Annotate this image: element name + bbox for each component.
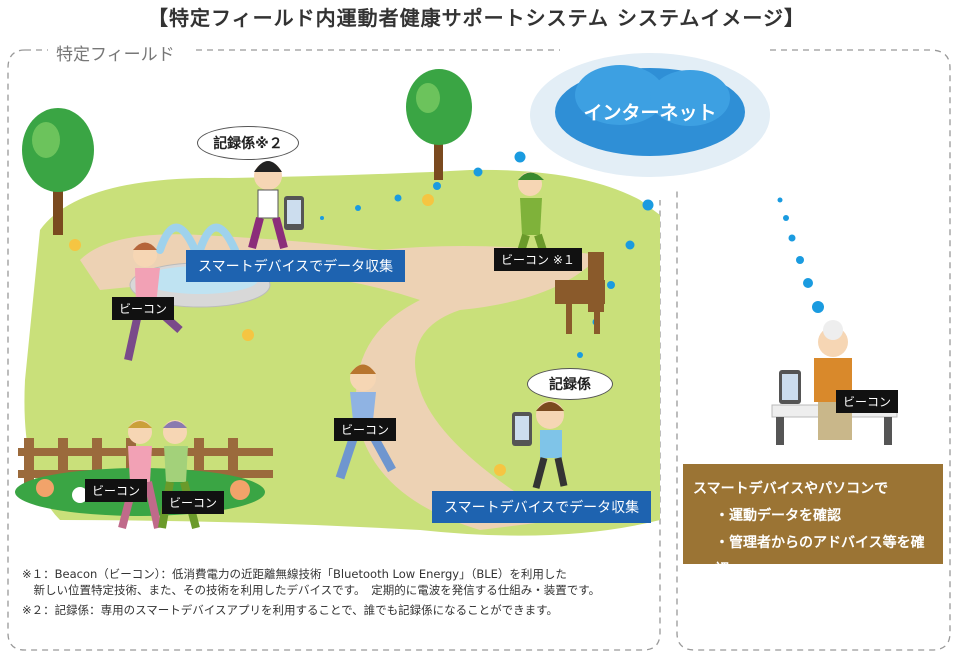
monitor-info-heading: スマートデバイスやパソコンで [693, 481, 889, 497]
internet-cloud [530, 53, 770, 177]
field-boundary [7, 49, 661, 651]
recorder-child [512, 401, 568, 489]
walking-path [80, 234, 600, 530]
beacon-label: ビーコン [162, 491, 225, 514]
footnote-1: ※１：Beacon（ビーコン）：低消費電力の近距離無線技術「Bluetooth … [22, 567, 567, 581]
monitor-info-box: スマートデバイスやパソコンで ・運動データを確認 ・管理者からのアドバイス等を確… [683, 464, 943, 578]
user-boundary [676, 49, 951, 651]
footnotes: ※１：Beacon（ビーコン）：低消費電力の近距離無線技術「Bluetooth … [22, 566, 652, 618]
walkers-elderly [118, 420, 200, 530]
beacon-label: ビーコン [836, 390, 899, 413]
bench-field [555, 252, 605, 334]
field-label: 特定フィールド [52, 40, 179, 65]
recorder-bubble: 記録係 [527, 368, 613, 400]
footnote-1-cont: 新しい位置特定技術、また、その技術を利用したデバイスです。 定期的に電波を発信す… [22, 583, 601, 597]
elderly-user [779, 320, 852, 440]
beacon-label: ビーコン [334, 418, 397, 441]
data-collect-label: スマートデバイスでデータ収集 [186, 250, 406, 282]
tree-left [22, 108, 94, 235]
monitor-info-item: ・運動データを確認 [715, 508, 841, 524]
footnote-2: ※２：記録係：専用のスマートデバイスアプリを利用することで、誰でも記録係になるこ… [22, 603, 558, 617]
fountain-spray [156, 223, 239, 254]
page-title: 【特定フィールド内運動者健康サポートシステム システムイメージ】 [148, 6, 805, 30]
beacon-label: ビーコン [85, 479, 148, 502]
monitor-info-item: ・管理者からのアドバイス等を確認 [715, 535, 925, 578]
recorder-person-top [248, 161, 304, 250]
beacon-label: ビーコン [112, 297, 175, 320]
beacon-label: ビーコン ※１ [494, 248, 582, 271]
cloud-label: インターネット [583, 102, 717, 124]
recorder2-bubble: 記録係※２ [197, 126, 299, 160]
tree-right [406, 69, 472, 180]
data-collect-label: スマートデバイスでデータ収集 [432, 491, 652, 523]
